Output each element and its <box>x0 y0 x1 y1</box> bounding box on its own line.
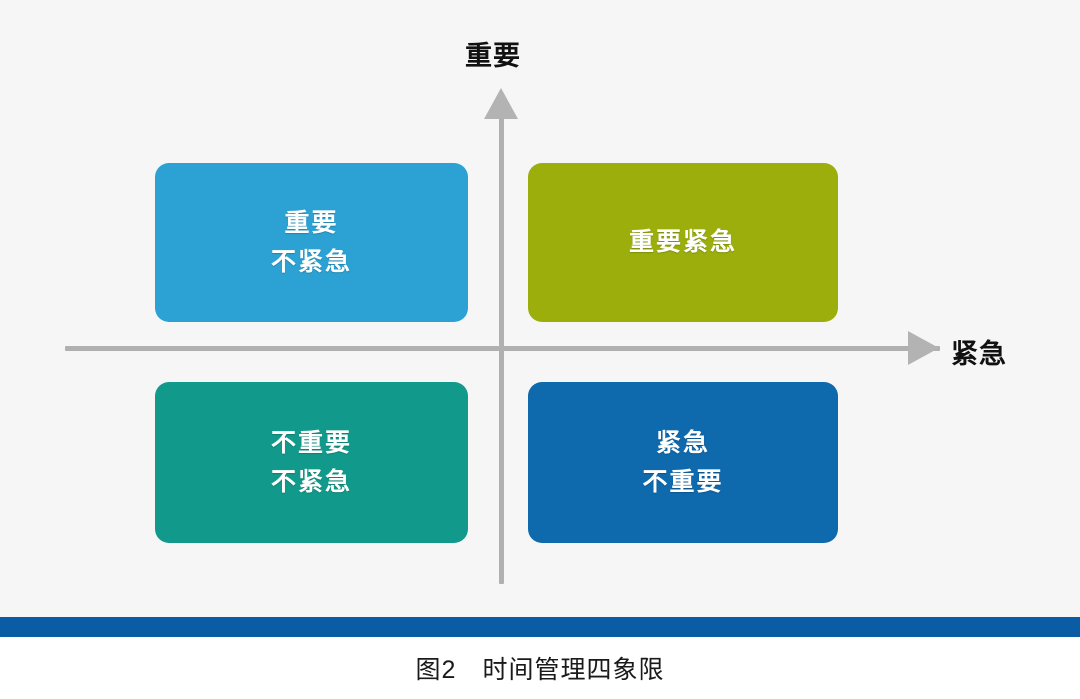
quadrant-label-line: 重要 <box>284 208 339 237</box>
arrow-right-icon <box>908 331 939 365</box>
quadrant-label-group: 不重要 不紧急 <box>271 424 352 502</box>
quadrant-label-group: 重要紧急 <box>629 223 737 262</box>
quadrant-label-line: 重要紧急 <box>628 228 737 257</box>
quadrant-label-line: 不紧急 <box>270 247 352 276</box>
figure-caption: 图2 时间管理四象限 <box>415 656 665 684</box>
quadrant-label-line: 不重要 <box>642 467 724 496</box>
caption-area: 图2 时间管理四象限 <box>0 637 1080 699</box>
quadrant-label-line: 不紧急 <box>270 467 352 496</box>
arrow-up-icon <box>484 88 518 119</box>
quadrant-label-group: 重要 不紧急 <box>271 204 352 282</box>
quadrant-important-not-urgent[interactable]: 重要 不紧急 <box>155 163 478 322</box>
blue-rule-bar <box>0 617 1080 637</box>
y-axis-label: 重要 <box>465 41 521 71</box>
x-axis-label: 紧急 <box>951 339 1007 369</box>
quadrant-label-line: 紧急 <box>655 428 710 457</box>
quadrant-urgent-not-important[interactable]: 紧急 不重要 <box>528 382 848 543</box>
quadrant-label-group: 紧急 不重要 <box>642 424 723 502</box>
quadrant-not-important-not-urgent[interactable]: 不重要 不紧急 <box>155 382 478 543</box>
quadrant-important-urgent[interactable]: 重要紧急 <box>528 163 848 322</box>
x-axis-line <box>65 346 940 351</box>
quadrant-label-line: 不重要 <box>270 428 352 457</box>
